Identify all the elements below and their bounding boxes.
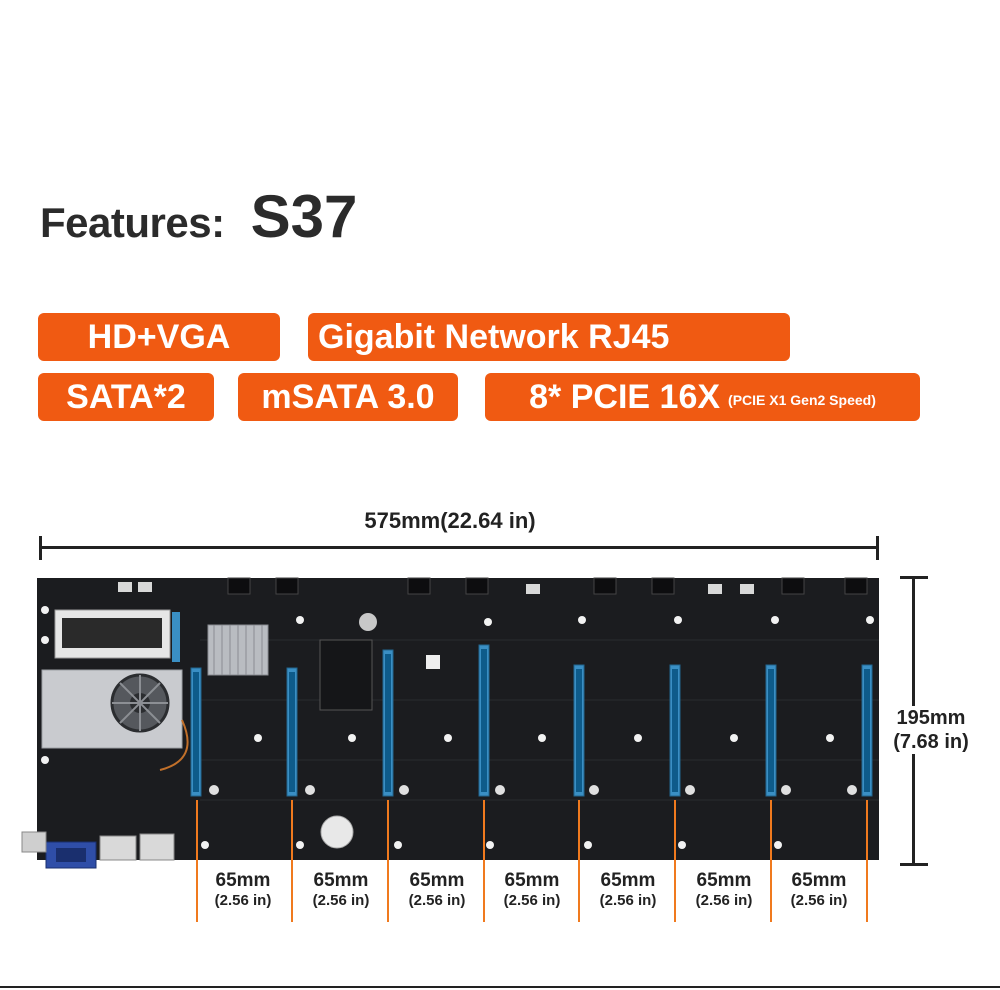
usb-ports xyxy=(99,835,137,861)
feature-badge-msata: mSATA 3.0 xyxy=(238,373,458,421)
spacing-in: (2.56 in) xyxy=(599,892,657,909)
slot-spacing-line xyxy=(387,800,389,922)
spacing-mm: 65mm xyxy=(696,870,752,891)
width-dimension-label: 575mm(22.64 in) xyxy=(364,508,536,533)
height-dimension-label: 195mm (7.68 in) xyxy=(878,706,984,754)
spacing-in: (2.56 in) xyxy=(790,892,848,909)
model-name: S37 xyxy=(250,183,358,250)
feature-badge-pcie: 8* PCIE 16X (PCIE X1 Gen2 Speed) xyxy=(485,373,920,421)
hdmi-port xyxy=(21,831,47,853)
feature-badge-sata: SATA*2 xyxy=(38,373,214,421)
slot-spacing-label: 65mm (2.56 in) xyxy=(580,870,676,910)
width-dimension-cap-left xyxy=(39,536,42,560)
spacing-in: (2.56 in) xyxy=(312,892,370,909)
spacing-mm: 65mm xyxy=(600,870,656,891)
feature-badge-label: Gigabit Network RJ45 xyxy=(318,317,670,356)
page-title: Features: S37 xyxy=(40,182,357,251)
height-in: (7.68 in) xyxy=(893,731,969,753)
feature-badge-label: SATA*2 xyxy=(66,377,186,416)
feature-badge-note: (PCIE X1 Gen2 Speed) xyxy=(728,392,876,408)
slot-spacing-line xyxy=(291,800,293,922)
slot-spacing-label: 65mm (2.56 in) xyxy=(676,870,772,910)
slot-spacing-label: 65mm (2.56 in) xyxy=(771,870,867,910)
spacing-mm: 65mm xyxy=(504,870,560,891)
features-label: Features: xyxy=(40,199,225,246)
feature-badge-video: HD+VGA xyxy=(38,313,280,361)
height-dimension-cap-bottom xyxy=(900,863,928,866)
spacing-in: (2.56 in) xyxy=(214,892,272,909)
slot-spacing-label: 65mm (2.56 in) xyxy=(484,870,580,910)
spacing-mm: 65mm xyxy=(215,870,271,891)
bottom-divider xyxy=(0,986,1000,988)
slot-spacing-line xyxy=(866,800,868,922)
slot-spacing-line xyxy=(196,800,198,922)
cmos-battery xyxy=(320,815,354,849)
slot-spacing-line xyxy=(578,800,580,922)
slot-spacing-line xyxy=(483,800,485,922)
spacing-mm: 65mm xyxy=(313,870,369,891)
feature-badge-label: 8* PCIE 16X xyxy=(529,377,721,416)
height-mm: 195mm xyxy=(896,707,966,729)
slot-spacing-label: 65mm (2.56 in) xyxy=(195,870,291,910)
feature-badge-label: mSATA 3.0 xyxy=(261,377,435,416)
slot-spacing-label: 65mm (2.56 in) xyxy=(293,870,389,910)
width-dimension-cap-right xyxy=(876,536,879,560)
feature-badge-network: Gigabit Network RJ45 xyxy=(308,313,790,361)
spacing-in: (2.56 in) xyxy=(695,892,753,909)
slot-spacing-label: 65mm (2.56 in) xyxy=(389,870,485,910)
rj45-port xyxy=(139,833,175,861)
height-dimension-cap-top xyxy=(900,576,928,579)
spacing-in: (2.56 in) xyxy=(503,892,561,909)
slot-spacing-line xyxy=(674,800,676,922)
slot-spacing-line xyxy=(770,800,772,922)
msata-slot xyxy=(319,639,373,711)
spacing-in: (2.56 in) xyxy=(408,892,466,909)
spacing-mm: 65mm xyxy=(791,870,847,891)
width-dimension-line xyxy=(40,546,878,549)
spacing-mm: 65mm xyxy=(409,870,465,891)
feature-badge-label: HD+VGA xyxy=(87,317,231,356)
